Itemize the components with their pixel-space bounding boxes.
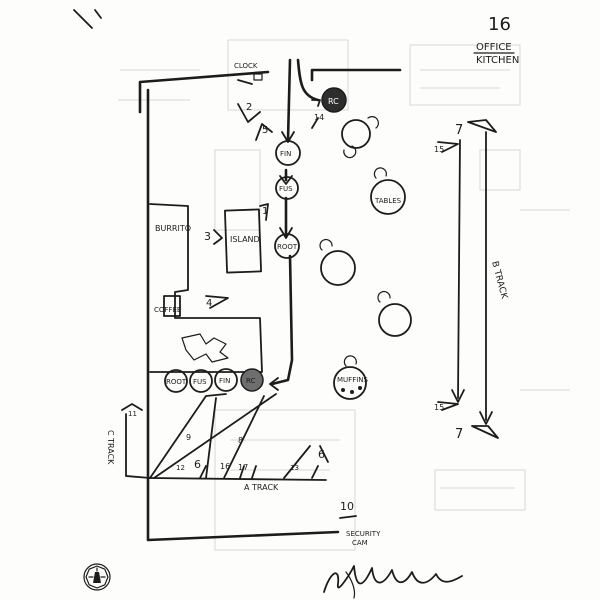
fin-top-label: FIN — [280, 150, 291, 158]
clock-icon — [253, 73, 263, 81]
b-track — [437, 119, 499, 439]
fin-top-marker — [275, 140, 301, 166]
cam-number-3: 3 — [204, 230, 211, 243]
table-1 — [341, 116, 379, 159]
cam-number-6-right: 6 — [318, 448, 325, 461]
table-3 — [319, 238, 356, 286]
rc-top-marker — [321, 87, 347, 113]
cam-number-10: 10 — [340, 500, 354, 513]
cam-number-8: 8 — [238, 436, 243, 445]
cam-number-17: 17 — [238, 463, 248, 472]
cam-number-16: 16 — [220, 462, 230, 471]
camera-4-marker — [205, 295, 229, 309]
room-walls — [73, 9, 402, 542]
cam-number-5: 5 — [262, 125, 268, 136]
counters — [149, 203, 263, 373]
burrito-label: BURRITO — [155, 224, 191, 233]
cam-number-9: 9 — [186, 433, 191, 442]
camera-14-marker — [311, 117, 319, 129]
c-track-label: C TRACK — [106, 430, 115, 465]
fus-top-marker — [275, 176, 299, 200]
clock: CLOCK — [234, 62, 263, 85]
c-track — [121, 403, 151, 479]
camera-markers — [205, 103, 319, 309]
rc-bottom-label: RC — [246, 377, 256, 385]
cam-number-15-bottom: 15 — [434, 403, 444, 412]
clock-label: CLOCK — [234, 62, 258, 70]
coffee-label: COFFEE — [154, 306, 181, 314]
cam-number-11: 11 — [128, 410, 137, 418]
counter-clutter — [181, 333, 229, 363]
cam-number-1: 1 — [262, 206, 268, 217]
dharma-logo-icon — [83, 563, 111, 591]
root-bottom-label: ROOT — [166, 378, 187, 386]
a-track-label: A TRACK — [244, 483, 279, 492]
characters-bottom: ROOT FUS FIN RC — [164, 368, 264, 393]
rc-top-label: RC — [328, 97, 339, 106]
root-top-label: ROOT — [277, 243, 298, 251]
cam-number-7-bottom: 7 — [455, 427, 463, 442]
character-path — [269, 58, 321, 391]
b-track-label: B TRACK — [489, 260, 509, 301]
camera-3-marker — [213, 229, 223, 245]
sheet-location-2: KITCHEN — [476, 55, 519, 66]
fus-top-label: FUS — [279, 185, 293, 193]
root-top-marker — [274, 233, 300, 259]
sheet-header: 16 OFFICE KITCHEN — [473, 14, 519, 66]
sheet-number: 16 — [488, 14, 511, 35]
rc-bottom-marker — [240, 368, 264, 392]
signature — [323, 565, 463, 599]
cam-number-15-top: 15 — [434, 145, 444, 154]
muffins-label: MUFFINS — [337, 376, 369, 384]
coffee-machine-box — [163, 295, 181, 317]
security-cam: 10 SECURITY CAM — [339, 500, 381, 547]
cam-number-13: 13 — [290, 464, 299, 472]
cam-number-14: 14 — [314, 113, 324, 122]
camera-5-marker — [255, 123, 273, 141]
fin-bottom-marker — [214, 368, 238, 392]
tables-label: TABLES — [374, 197, 402, 205]
security-label-1: SECURITY — [346, 530, 381, 538]
tables — [319, 116, 412, 400]
security-label-2: CAM — [352, 539, 368, 547]
table-4 — [377, 290, 412, 337]
island-label: ISLAND — [230, 235, 260, 244]
cam-number-6-left: 6 — [194, 458, 201, 471]
characters-top: RC FIN FUS ROOT — [274, 87, 347, 259]
clock-mark — [237, 79, 253, 85]
fin-bottom-label: FIN — [219, 377, 230, 385]
fus-bottom-label: FUS — [193, 378, 207, 386]
root-bottom-marker — [164, 369, 188, 393]
bleed-through-marks — [118, 39, 570, 551]
camera-1-marker — [259, 203, 269, 221]
island-counter — [224, 208, 262, 274]
cam-number-4: 4 — [206, 298, 212, 309]
cam-number-2: 2 — [246, 102, 252, 113]
cam-number-7-top: 7 — [455, 123, 463, 138]
fus-bottom-marker — [189, 369, 213, 393]
a-track — [149, 393, 329, 481]
table-2 — [370, 167, 406, 215]
sheet-location-1: OFFICE — [476, 42, 512, 53]
camera-2-marker — [237, 103, 261, 123]
cam-number-12: 12 — [176, 464, 185, 472]
table-5 — [333, 355, 367, 400]
